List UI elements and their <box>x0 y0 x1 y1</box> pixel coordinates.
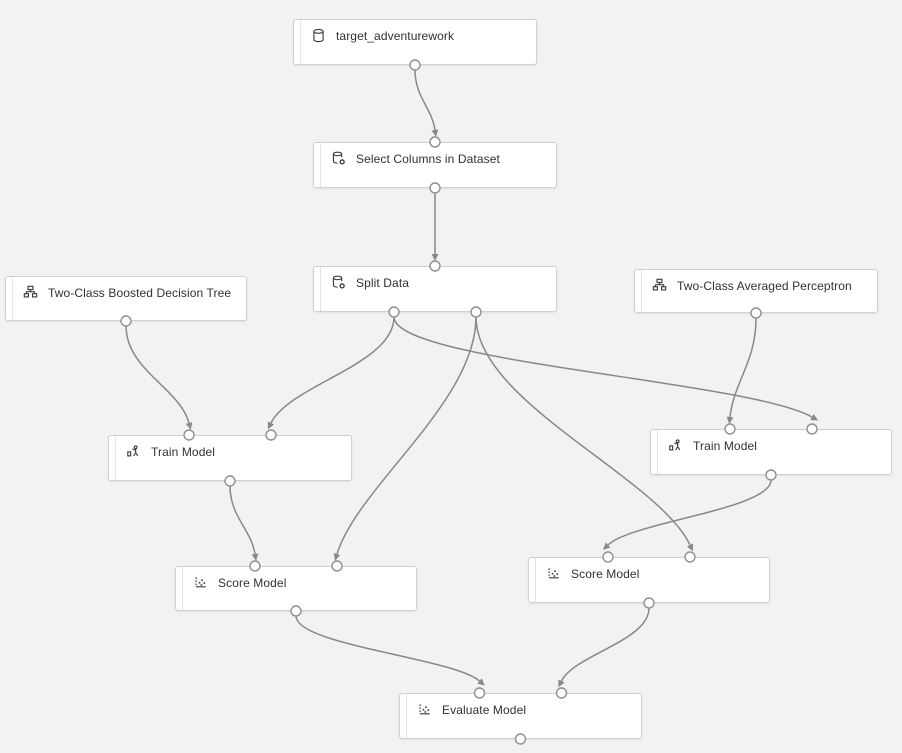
scatter-icon <box>546 566 561 581</box>
input-port-score-1-1[interactable] <box>331 560 343 572</box>
edge-dataset-to-select-columns[interactable] <box>414 69 436 131</box>
node-status-strip <box>300 20 301 64</box>
input-port-train-1-0[interactable] <box>183 429 195 441</box>
hierarchy-icon <box>23 285 38 300</box>
node-evaluate-model[interactable]: Evaluate Model <box>399 693 642 739</box>
node-train-model-2[interactable]: Train Model <box>650 429 892 475</box>
input-port-evaluate-0[interactable] <box>473 687 486 699</box>
node-status-strip <box>657 430 658 474</box>
edge-split-data-to-score-1[interactable] <box>336 316 477 555</box>
scatter-icon <box>417 702 432 717</box>
node-select-columns-in-dataset[interactable]: Select Columns in Dataset <box>313 142 557 188</box>
hierarchy-icon <box>652 278 667 293</box>
edge-boosted-tree-to-train-1[interactable] <box>125 325 190 424</box>
database-icon <box>311 28 326 43</box>
input-port-score-1-0[interactable] <box>249 560 261 572</box>
node-score-model-1[interactable]: Score Model <box>175 566 417 611</box>
edge-arrowhead <box>185 422 193 430</box>
database-gear-icon <box>331 151 346 166</box>
input-port-train-2-1[interactable] <box>806 423 818 435</box>
edge-split-data-to-train-2[interactable] <box>393 316 813 418</box>
edge-arrowhead <box>333 553 341 561</box>
node-title: Train Model <box>151 444 216 459</box>
node-status-strip <box>320 267 321 311</box>
node-status-strip <box>115 436 116 480</box>
train-icon <box>668 438 683 453</box>
output-port-train-2-0[interactable] <box>765 469 777 481</box>
output-port-select-columns-0[interactable] <box>429 182 441 194</box>
node-status-strip <box>182 567 183 610</box>
output-port-dataset-0[interactable] <box>409 59 421 71</box>
edge-arrowhead <box>726 416 734 424</box>
output-port-split-data-0[interactable] <box>388 306 400 318</box>
input-port-split-data-0[interactable] <box>429 260 441 272</box>
node-status-strip <box>12 277 13 320</box>
node-title: Evaluate Model <box>442 702 527 717</box>
node-status-strip <box>406 694 407 738</box>
node-score-model-2[interactable]: Score Model <box>528 557 770 603</box>
node-title: Score Model <box>571 566 640 581</box>
edge-split-data-to-train-1[interactable] <box>270 316 395 424</box>
node-status-strip <box>320 143 321 187</box>
node-status-strip <box>535 558 536 602</box>
node-two-class-boosted-decision-tree[interactable]: Two-Class Boosted Decision Tree <box>5 276 247 321</box>
output-port-boosted-tree-0[interactable] <box>120 315 132 327</box>
output-port-score-2-0[interactable] <box>643 597 655 609</box>
node-train-model-1[interactable]: Train Model <box>108 435 352 481</box>
database-gear-icon <box>331 275 346 290</box>
node-status-strip <box>641 270 642 312</box>
input-port-train-1-1[interactable] <box>265 429 277 441</box>
edge-train-1-to-score-1[interactable] <box>229 485 256 555</box>
edge-arrowhead <box>431 129 439 137</box>
node-title: Train Model <box>693 438 758 453</box>
edge-arrowhead <box>251 553 259 561</box>
node-dataset-target-adventurework[interactable]: target_adventurework <box>293 19 537 65</box>
output-port-train-1-0[interactable] <box>224 475 236 487</box>
node-title: Score Model <box>218 575 287 590</box>
input-port-score-2-1[interactable] <box>684 551 696 563</box>
node-title: Split Data <box>356 275 410 290</box>
edge-score-2-to-evaluate[interactable] <box>560 607 650 682</box>
edge-score-1-to-evaluate[interactable] <box>295 615 480 682</box>
output-port-split-data-1[interactable] <box>470 306 482 318</box>
node-two-class-averaged-perceptron[interactable]: Two-Class Averaged Perceptron <box>634 269 878 313</box>
train-icon <box>126 444 141 459</box>
input-port-train-2-0[interactable] <box>724 423 736 435</box>
input-port-evaluate-1[interactable] <box>555 687 568 699</box>
edge-train-2-to-score-2[interactable] <box>607 479 772 546</box>
node-title: Select Columns in Dataset <box>356 151 500 166</box>
output-port-evaluate-0[interactable] <box>514 733 527 745</box>
node-split-data[interactable]: Split Data <box>313 266 557 312</box>
input-port-score-2-0[interactable] <box>602 551 614 563</box>
node-title: Two-Class Averaged Perceptron <box>677 278 852 293</box>
output-port-perceptron-0[interactable] <box>750 307 762 319</box>
node-title: Two-Class Boosted Decision Tree <box>48 285 232 300</box>
edge-arrowhead <box>431 254 439 261</box>
input-port-select-columns-0[interactable] <box>429 136 441 148</box>
scatter-icon <box>193 575 208 590</box>
node-title: target_adventurework <box>336 28 455 43</box>
edge-perceptron-to-train-2[interactable] <box>729 317 757 418</box>
output-port-score-1-0[interactable] <box>290 605 302 617</box>
edge-split-data-to-score-2[interactable] <box>475 316 691 546</box>
